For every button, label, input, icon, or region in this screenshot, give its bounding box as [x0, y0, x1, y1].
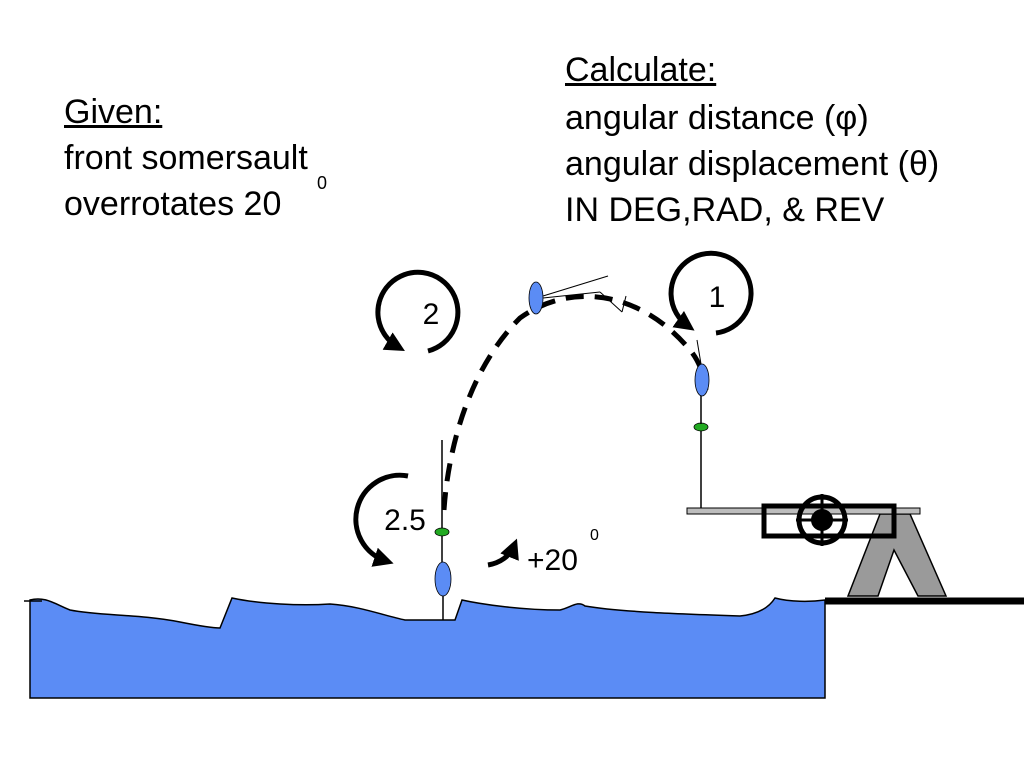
rotation-label-2-5: 2.5: [384, 504, 426, 537]
board-stand: [846, 513, 948, 597]
given-line-1: front somersault: [64, 139, 308, 177]
overrotation-arrow: [487, 538, 519, 568]
rotation-label-1: 1: [709, 281, 726, 314]
calculate-line-1: angular distance (φ): [565, 99, 869, 137]
diver-takeoff-joint: [693, 422, 709, 432]
calculate-line-3: IN DEG,RAD, & REV: [565, 191, 885, 229]
given-line-2: overrotates 20: [64, 185, 282, 223]
diver-entry-body: [434, 561, 452, 597]
diver-takeoff: [693, 339, 710, 508]
calculate-heading: Calculate:: [565, 51, 717, 89]
rotation-label-2: 2: [423, 298, 440, 331]
diver-peak-body: [528, 281, 544, 315]
dive-trajectory: [441, 293, 709, 511]
overrotation-degree-sup: 0: [590, 527, 599, 544]
calculate-line-2: angular displacement (θ): [565, 145, 940, 183]
rotation-marker-2-5: 2.5: [353, 472, 426, 567]
rotation-marker-1: 1: [668, 250, 754, 336]
pool-water: [29, 597, 826, 699]
diver-peak: [528, 275, 627, 315]
diver-takeoff-body: [694, 363, 710, 397]
overrotation-label: +20: [527, 544, 578, 577]
rotation-marker-2: 2: [375, 269, 461, 354]
fulcrum-box: [761, 503, 897, 539]
diver-entry: [434, 440, 452, 620]
given-heading: Given:: [64, 93, 163, 131]
given-degree-sup: 0: [317, 173, 328, 193]
diver-entry-joint: [434, 527, 450, 537]
